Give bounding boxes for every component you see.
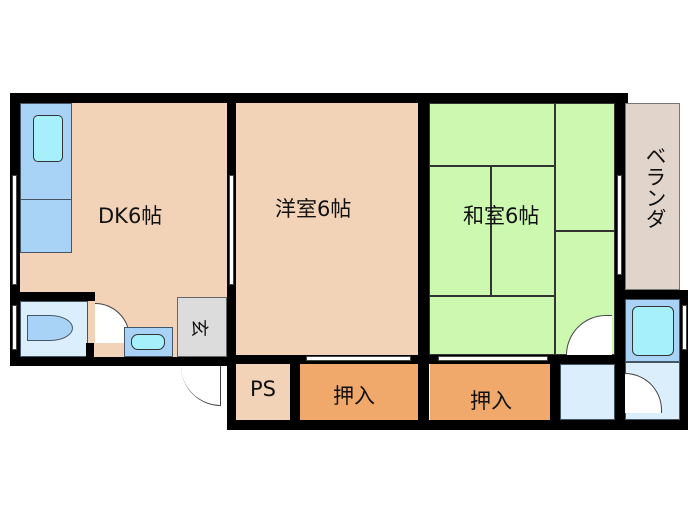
window-dk — [12, 175, 17, 285]
closet2-label: 押入 — [470, 389, 512, 413]
toilet-icon — [27, 315, 73, 341]
wall-closets — [227, 355, 625, 364]
tatami — [429, 296, 555, 355]
dk-label: DK6帖 — [98, 204, 163, 228]
washbasin-icon — [131, 334, 165, 350]
hall — [560, 364, 615, 420]
closet-1 — [300, 364, 418, 420]
entrance — [177, 297, 227, 357]
entry-door-swing[interactable] — [181, 366, 221, 406]
closet1-sliding-door[interactable] — [306, 356, 411, 361]
ps-space — [236, 364, 290, 420]
closet-2 — [430, 364, 550, 420]
bathtub-icon — [632, 306, 674, 356]
kitchen-counter — [20, 103, 72, 253]
youshitsu-label: 洋室6帖 — [275, 197, 352, 221]
sink-icon — [33, 115, 63, 162]
window-toilet — [12, 305, 17, 350]
closet1-label: 押入 — [333, 384, 375, 408]
wall-toilet — [10, 292, 95, 301]
tatami — [429, 103, 555, 166]
entrance-label: 玄 — [188, 319, 209, 337]
wall-veranda-bottom — [615, 290, 688, 299]
room-youshitsu — [236, 103, 418, 355]
wall-ps — [290, 364, 300, 420]
tatami — [491, 166, 555, 296]
veranda — [625, 103, 680, 290]
tatami — [429, 166, 491, 296]
window-bath — [682, 305, 687, 350]
wall-you-wa — [418, 93, 429, 430]
veranda-label: ベランダ — [643, 145, 667, 229]
closet2-sliding-door[interactable] — [438, 356, 548, 361]
wall-closet2 — [550, 364, 560, 420]
window-veranda[interactable] — [617, 175, 622, 275]
wall-top — [10, 93, 628, 103]
wall-bottom-left — [10, 357, 235, 366]
ps-label: PS — [250, 377, 276, 401]
washitsu-label: 和室6帖 — [463, 204, 540, 228]
tatami — [555, 103, 615, 231]
room-washitsu — [429, 103, 615, 355]
counter-divider — [20, 199, 72, 200]
wall-right — [680, 292, 688, 430]
wall-toilet-door — [86, 343, 94, 360]
wall-bottom — [227, 420, 688, 430]
sliding-door-dk-you[interactable] — [229, 175, 234, 285]
